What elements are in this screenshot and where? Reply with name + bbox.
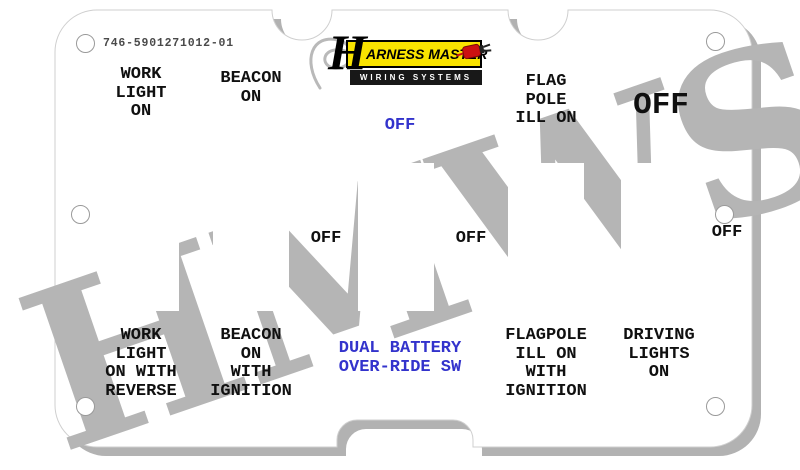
logo-subtitle: WIRING SYSTEMS: [350, 70, 482, 85]
bottom-label-beacon: BEACON ON WITH IGNITION: [210, 326, 292, 402]
switch-cutout-3: [358, 163, 434, 311]
mounting-hole-bottom-left: [75, 396, 95, 416]
bottom-label-driving-lights: DRIVING LIGHTS ON: [623, 326, 695, 383]
switch-cutout-5: [621, 163, 697, 311]
switch-cutout-4: [508, 163, 584, 311]
top-label-dual-battery: OFF: [384, 116, 416, 135]
part-number: 746-5901271012-01: [103, 37, 234, 50]
mid-label-driving-lights: OFF: [711, 223, 743, 242]
mounting-hole-mid-right: [714, 204, 734, 224]
mounting-hole-bottom-right: [705, 396, 725, 416]
switch-cutout-1: [103, 163, 179, 311]
logo-subtitle-text: WIRING SYSTEMS: [359, 73, 473, 82]
mounting-hole-top-right: [705, 31, 725, 51]
mid-label-flagpole: OFF: [455, 229, 487, 248]
top-label-beacon: BEACON ON: [220, 69, 282, 107]
top-label-driving-lights: OFF: [633, 88, 689, 123]
logo: H ARNESS MASTER WIRING SYSTEMS: [309, 27, 492, 94]
logo-initial: H: [328, 24, 367, 80]
mid-label-dual-battery: OFF: [310, 229, 342, 248]
switch-cutout-2: [213, 163, 289, 311]
top-label-flagpole: FLAG POLE ILL ON: [515, 72, 577, 129]
bottom-label-dual-battery: DUAL BATTERY OVER-RIDE SW: [338, 339, 462, 377]
logo-name-text: ARNESS MASTER: [366, 46, 488, 62]
mounting-hole-mid-left: [70, 204, 90, 224]
bottom-label-work-light: WORK LIGHT ON WITH REVERSE: [105, 326, 177, 402]
bottom-label-flagpole: FLAGPOLE ILL ON WITH IGNITION: [505, 326, 587, 402]
connector-icon: [456, 43, 492, 60]
mounting-hole-top-left: [75, 33, 95, 53]
top-label-work-light: WORK LIGHT ON: [115, 65, 167, 122]
